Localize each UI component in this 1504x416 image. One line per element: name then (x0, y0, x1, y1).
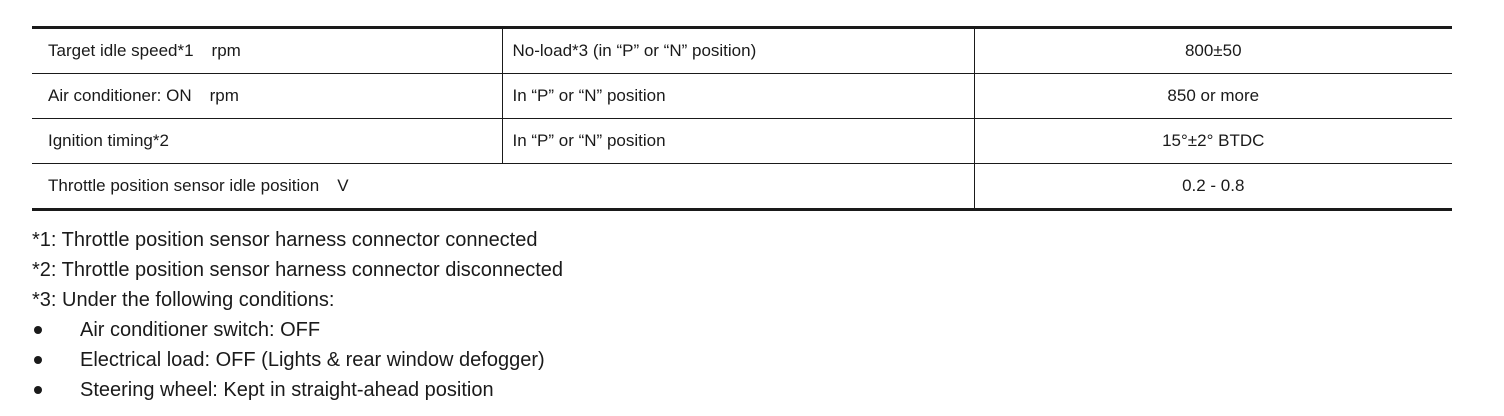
bullet-text: Steering wheel: Kept in straight-ahead p… (80, 379, 494, 401)
row-item-cell: Target idle speed*1 rpm (32, 26, 502, 74)
bullet-text: Electrical load: OFF (Lights & rear wind… (80, 349, 545, 371)
bullet-text: Air conditioner switch: OFF (80, 319, 321, 341)
row-item-label: Ignition timing*2 (48, 131, 169, 150)
row-item-cell: Air conditioner: ON rpm (32, 73, 502, 119)
bullet-dot-icon (34, 386, 42, 394)
row-unit: V (337, 176, 349, 195)
bullet-dot-icon (34, 326, 42, 334)
condition-bullet: Steering wheel: Kept in straight-ahead p… (32, 375, 563, 405)
row-value-cell: 800±50 (973, 26, 1452, 74)
row-value-cell: 0.2 - 0.8 (973, 163, 1452, 211)
footnotes: *1: Throttle position sensor harness con… (32, 225, 563, 405)
row-item-label: Target idle speed*1 (48, 41, 194, 60)
bullet-dot-icon (34, 356, 42, 364)
row-value-cell: 850 or more (973, 73, 1452, 119)
condition-bullet: Air conditioner switch: OFF (32, 315, 563, 345)
row-unit: rpm (209, 86, 239, 105)
condition-bullet: Electrical load: OFF (Lights & rear wind… (32, 345, 563, 375)
row-item-label: Air conditioner: ON (48, 86, 192, 105)
footnote: *3: Under the following conditions: (32, 289, 335, 311)
row-item-cell: Ignition timing*2 (32, 118, 502, 164)
idle-spec-table: Target idle speed*1 rpm No-load*3 (in “P”… (32, 26, 1452, 211)
table-row: Ignition timing*2 In “P” or “N” position… (32, 118, 1452, 164)
table-row: Air conditioner: ON rpm In “P” or “N” pos… (32, 73, 1452, 119)
row-condition-cell: In “P” or “N” position (501, 73, 974, 119)
row-condition-cell: In “P” or “N” position (501, 118, 974, 164)
row-value-cell: 15°±2° BTDC (973, 118, 1452, 164)
footnote: *1: Throttle position sensor harness con… (32, 229, 538, 251)
row-item-label: Throttle position sensor idle position (48, 176, 320, 195)
row-condition-cell: No-load*3 (in “P” or “N” position) (501, 26, 974, 74)
row-item-cell: Throttle position sensor idle position V (32, 163, 974, 211)
row-unit: rpm (211, 41, 241, 60)
table-row: Target idle speed*1 rpm No-load*3 (in “P”… (32, 26, 1452, 74)
footnote: *2: Throttle position sensor harness con… (32, 259, 564, 281)
